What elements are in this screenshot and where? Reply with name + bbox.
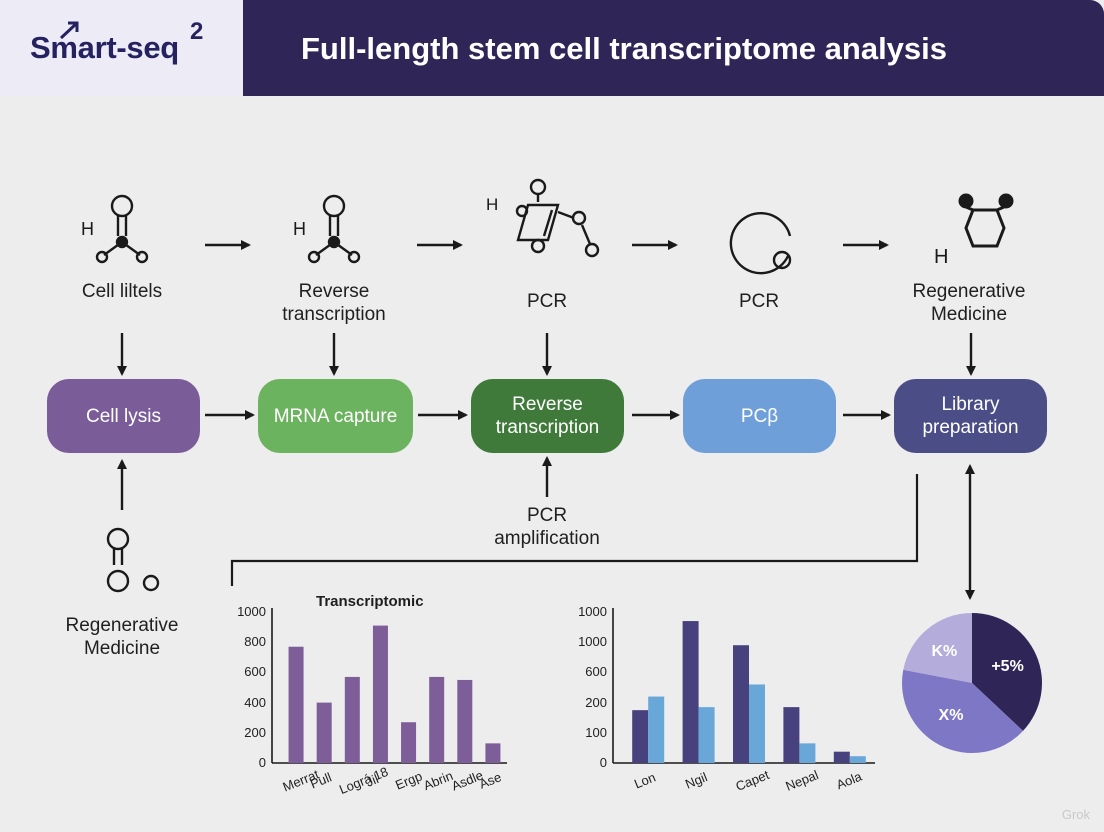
y-tick-label: 0 [599, 755, 607, 770]
bar [372, 625, 388, 763]
pie-chart [902, 613, 1042, 753]
bar [648, 696, 665, 763]
bar [344, 676, 360, 763]
pie-slice [902, 669, 1024, 753]
bar [733, 645, 749, 763]
bar [485, 743, 501, 763]
bar [682, 621, 699, 763]
pie-slice-label: X% [938, 707, 964, 725]
bar [849, 756, 866, 763]
chart-regional [612, 608, 875, 764]
y-tick-label: 100 [585, 724, 607, 740]
molecule-h-label-1: H [81, 219, 94, 239]
pcr-amplification-label: PCR amplification [494, 505, 600, 549]
top-label-5: Regenerative Medicine [912, 281, 1026, 325]
y-tick-label: 1000 [578, 604, 607, 619]
library-preparation-box: Library preparation [894, 379, 1047, 453]
top-label-1: Cell liltels [81, 281, 163, 302]
bar [316, 702, 332, 763]
bar [799, 743, 816, 763]
chart-transcriptomic [271, 608, 507, 764]
regenerative-medicine-label: Regenerative Medicine [65, 615, 179, 659]
y-tick-label: 1000 [237, 604, 266, 619]
bar [783, 707, 800, 763]
bar [288, 646, 304, 763]
molecule-h-label-2: H [293, 219, 306, 239]
bar [401, 722, 417, 763]
ring-icon-4 [729, 212, 792, 275]
y-tick-label: 1000 [578, 634, 607, 650]
molecule-icon-3 [515, 178, 600, 258]
header: Smart-seq 2 Full-length stem cell transc… [0, 0, 1104, 96]
molecule-h-label-3: H [486, 195, 498, 214]
bar [833, 751, 850, 763]
bar [632, 710, 649, 763]
y-tick-label: 600 [585, 664, 607, 680]
up-arrows [117, 456, 552, 510]
connector-line [230, 474, 919, 586]
logo-superscript: 2 [190, 18, 204, 45]
bar [457, 679, 473, 763]
chart1-title: Transcriptomic [316, 593, 424, 610]
molecule-icon-2 [307, 194, 361, 264]
pie-slice-label: K% [931, 643, 958, 661]
pie-slice [972, 613, 1042, 731]
y-tick-label: 200 [585, 694, 607, 710]
mrna-capture-box: MRNA capture [258, 379, 413, 453]
y-tick-label: 200 [244, 724, 266, 740]
pcr-box: PCβ [683, 379, 836, 453]
y-tick-label: 800 [244, 634, 266, 650]
bar [749, 684, 765, 763]
bar [698, 707, 715, 763]
top-label-4: PCR [738, 291, 780, 312]
top-label-2: Reverse transcription [282, 281, 386, 325]
molecule-icon-5 [958, 193, 1014, 248]
molecule-icon-1 [95, 194, 149, 264]
pie-slice-label: +5% [991, 657, 1024, 675]
y-tick-label: 400 [244, 694, 266, 710]
pie-slice [903, 613, 972, 683]
logo-text: Smart-seq [30, 30, 179, 65]
molecule-h-label-5: H [934, 246, 948, 268]
cell-lysis-box: Cell lysis [47, 379, 200, 453]
down-arrows [117, 333, 976, 376]
page-title: Full-length stem cell transcriptome anal… [301, 31, 948, 66]
top-label-3: PCR [526, 291, 568, 312]
reverse-transcription-box: Reverse transcription [471, 379, 624, 453]
y-tick-label: 600 [244, 664, 266, 680]
molecule-icon-lower [106, 527, 160, 593]
watermark: Grok [1061, 807, 1090, 822]
logo-panel: Smart-seq 2 [0, 0, 243, 96]
logo-arrow-icon [59, 21, 79, 40]
title-bar: Full-length stem cell transcriptome anal… [243, 0, 1104, 96]
y-tick-label: 0 [258, 755, 266, 770]
bar [429, 676, 445, 763]
